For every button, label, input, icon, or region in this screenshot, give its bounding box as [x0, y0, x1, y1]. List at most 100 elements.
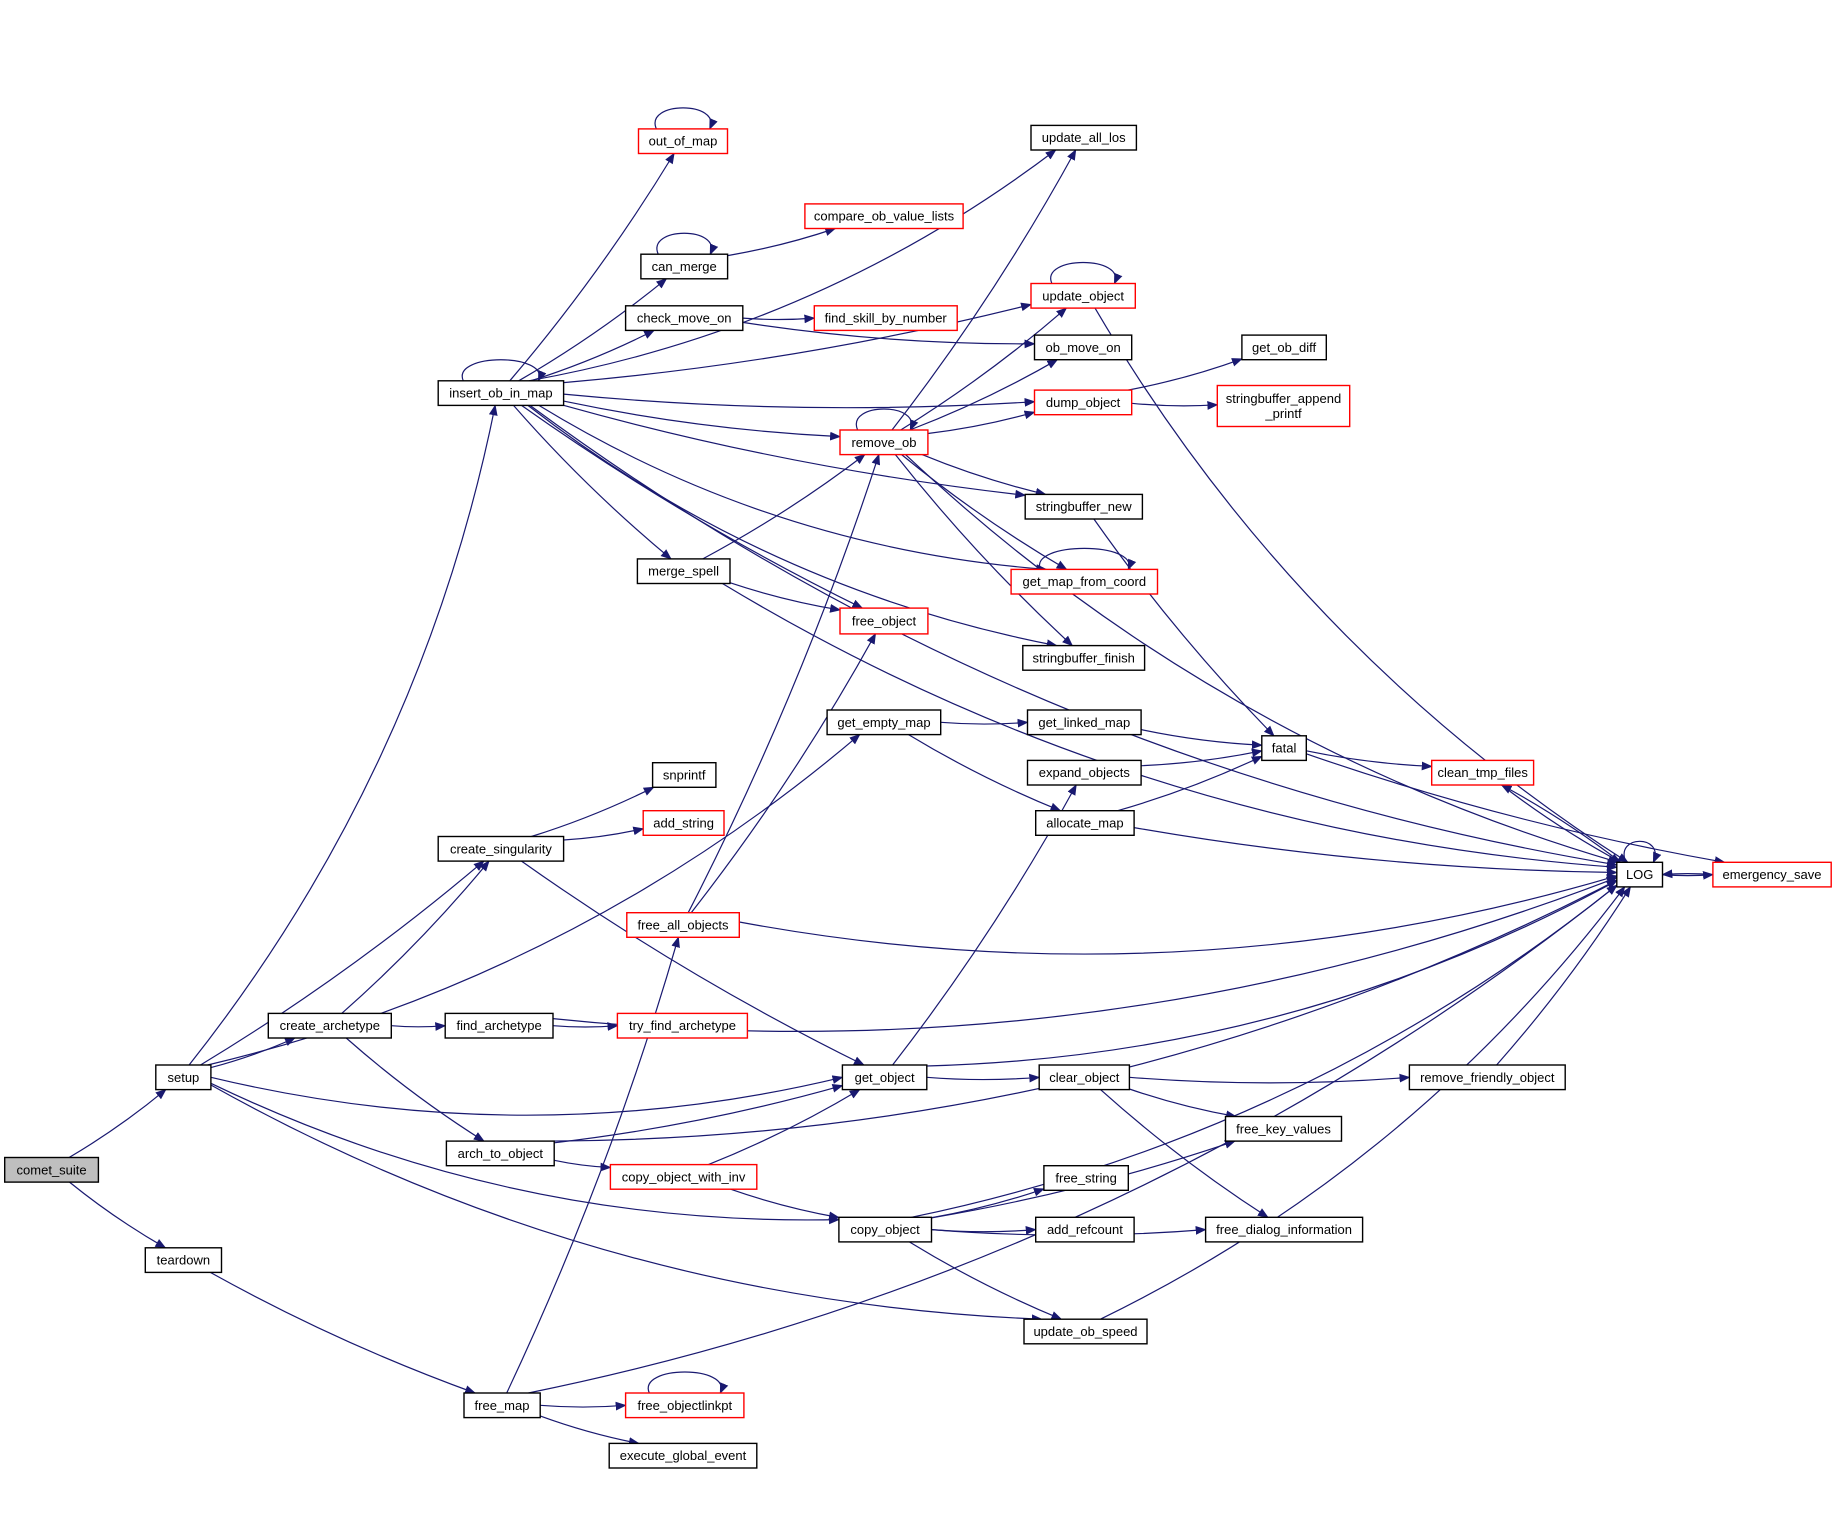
node-box[interactable] [624, 305, 744, 332]
node-box[interactable] [1024, 493, 1144, 520]
node-copy_object_with_inv[interactable]: copy_object_with_inv [609, 1163, 758, 1190]
node-box[interactable] [841, 1064, 928, 1091]
node-box[interactable] [444, 1012, 554, 1039]
node-box[interactable] [1241, 334, 1328, 361]
node-update_object[interactable]: update_object [1030, 282, 1137, 309]
node-free_key_values[interactable]: free_key_values [1224, 1115, 1343, 1142]
node-box[interactable] [1224, 1115, 1343, 1142]
node-box[interactable] [3, 1156, 100, 1183]
node-ob_move_on[interactable]: ob_move_on [1033, 334, 1133, 361]
node-add_refcount[interactable]: add_refcount [1034, 1216, 1135, 1243]
node-box[interactable] [1033, 389, 1133, 416]
node-box[interactable] [1033, 334, 1133, 361]
node-allocate_map[interactable]: allocate_map [1034, 810, 1135, 837]
node-teardown[interactable]: teardown [144, 1247, 223, 1274]
node-update_ob_speed[interactable]: update_ob_speed [1023, 1318, 1148, 1345]
node-copy_object[interactable]: copy_object [838, 1216, 933, 1243]
node-box[interactable] [1030, 124, 1138, 151]
node-arch_to_object[interactable]: arch_to_object [445, 1140, 555, 1167]
node-box[interactable] [437, 380, 565, 407]
node-get_empty_map[interactable]: get_empty_map [826, 709, 942, 736]
node-expand_objects[interactable]: expand_objects [1026, 759, 1142, 786]
node-box[interactable] [1430, 759, 1535, 786]
node-box[interactable] [1216, 384, 1351, 428]
node-insert_ob_in_map[interactable]: insert_ob_in_map [437, 380, 565, 407]
node-box[interactable] [1712, 861, 1832, 888]
node-box[interactable] [463, 1392, 541, 1419]
node-box[interactable] [144, 1247, 223, 1274]
node-find_archetype[interactable]: find_archetype [444, 1012, 554, 1039]
node-free_all_objects[interactable]: free_all_objects [626, 912, 740, 939]
node-box[interactable] [804, 203, 964, 230]
node-box[interactable] [839, 607, 929, 635]
node-box[interactable] [813, 305, 958, 332]
node-box[interactable] [826, 709, 942, 736]
node-clear_object[interactable]: clear_object [1038, 1064, 1131, 1091]
node-LOG[interactable]: LOG [1616, 861, 1664, 888]
node-check_move_on[interactable]: check_move_on [624, 305, 744, 332]
node-fatal[interactable]: fatal [1261, 735, 1308, 762]
node-box[interactable] [637, 128, 729, 155]
node-box[interactable] [155, 1064, 212, 1091]
node-box[interactable] [839, 429, 929, 456]
node-box[interactable] [1030, 282, 1137, 309]
node-add_string[interactable]: add_string [642, 810, 725, 837]
node-try_find_archetype[interactable]: try_find_archetype [616, 1012, 749, 1039]
node-out_of_map[interactable]: out_of_map [637, 128, 729, 155]
node-box[interactable] [1023, 1318, 1148, 1345]
node-box[interactable] [1038, 1064, 1131, 1091]
node-get_object[interactable]: get_object [841, 1064, 928, 1091]
node-merge_spell[interactable]: merge_spell [636, 558, 731, 585]
node-clean_tmp_files[interactable]: clean_tmp_files [1430, 759, 1535, 786]
node-box[interactable] [640, 253, 729, 280]
node-get_linked_map[interactable]: get_linked_map [1026, 709, 1142, 736]
node-box[interactable] [1204, 1216, 1364, 1243]
node-remove_ob[interactable]: remove_ob [839, 429, 929, 456]
node-free_map[interactable]: free_map [463, 1392, 541, 1419]
node-box[interactable] [1408, 1064, 1566, 1091]
node-box[interactable] [1616, 861, 1664, 888]
node-create_singularity[interactable]: create_singularity [437, 835, 565, 862]
node-box[interactable] [1043, 1164, 1130, 1191]
node-box[interactable] [651, 762, 717, 789]
node-box[interactable] [616, 1012, 749, 1039]
node-box[interactable] [838, 1216, 933, 1243]
node-update_all_los[interactable]: update_all_los [1030, 124, 1138, 151]
node-can_merge[interactable]: can_merge [640, 253, 729, 280]
node-box[interactable] [445, 1140, 555, 1167]
node-dump_object[interactable]: dump_object [1033, 389, 1133, 416]
node-emergency_save[interactable]: emergency_save [1712, 861, 1832, 888]
node-box[interactable] [1026, 709, 1142, 736]
node-box[interactable] [1034, 1216, 1135, 1243]
node-setup[interactable]: setup [155, 1064, 212, 1091]
node-free_string[interactable]: free_string [1043, 1164, 1130, 1191]
node-get_ob_diff[interactable]: get_ob_diff [1241, 334, 1328, 361]
node-free_dialog_information[interactable]: free_dialog_information [1204, 1216, 1364, 1243]
node-box[interactable] [608, 1442, 758, 1469]
node-box[interactable] [1010, 568, 1159, 595]
node-comet_suite[interactable]: comet_suite [3, 1156, 100, 1183]
node-free_object[interactable]: free_object [839, 607, 929, 635]
node-box[interactable] [1034, 810, 1135, 837]
node-box[interactable] [1026, 759, 1142, 786]
node-box[interactable] [437, 835, 565, 862]
node-stringbuffer_finish[interactable]: stringbuffer_finish [1022, 644, 1146, 671]
node-box[interactable] [642, 810, 725, 837]
node-stringbuffer_new[interactable]: stringbuffer_new [1024, 493, 1144, 520]
node-compare_ob_value_lists[interactable]: compare_ob_value_lists [804, 203, 964, 230]
node-box[interactable] [1261, 735, 1308, 762]
node-box[interactable] [636, 558, 731, 585]
node-get_map_from_coord[interactable]: get_map_from_coord [1010, 568, 1159, 595]
node-execute_global_event[interactable]: execute_global_event [608, 1442, 758, 1469]
node-box[interactable] [624, 1392, 745, 1419]
node-box[interactable] [1022, 644, 1146, 671]
node-box[interactable] [267, 1012, 392, 1039]
node-remove_friendly_object[interactable]: remove_friendly_object [1408, 1064, 1566, 1091]
node-snprintf[interactable]: snprintf [651, 762, 717, 789]
node-box[interactable] [609, 1163, 758, 1190]
node-stringbuffer_append_printf[interactable]: stringbuffer_append_printf [1216, 384, 1351, 428]
node-box[interactable] [626, 912, 740, 939]
node-free_objectlinkpt[interactable]: free_objectlinkpt [624, 1392, 745, 1419]
node-find_skill_by_number[interactable]: find_skill_by_number [813, 305, 958, 332]
node-create_archetype[interactable]: create_archetype [267, 1012, 392, 1039]
